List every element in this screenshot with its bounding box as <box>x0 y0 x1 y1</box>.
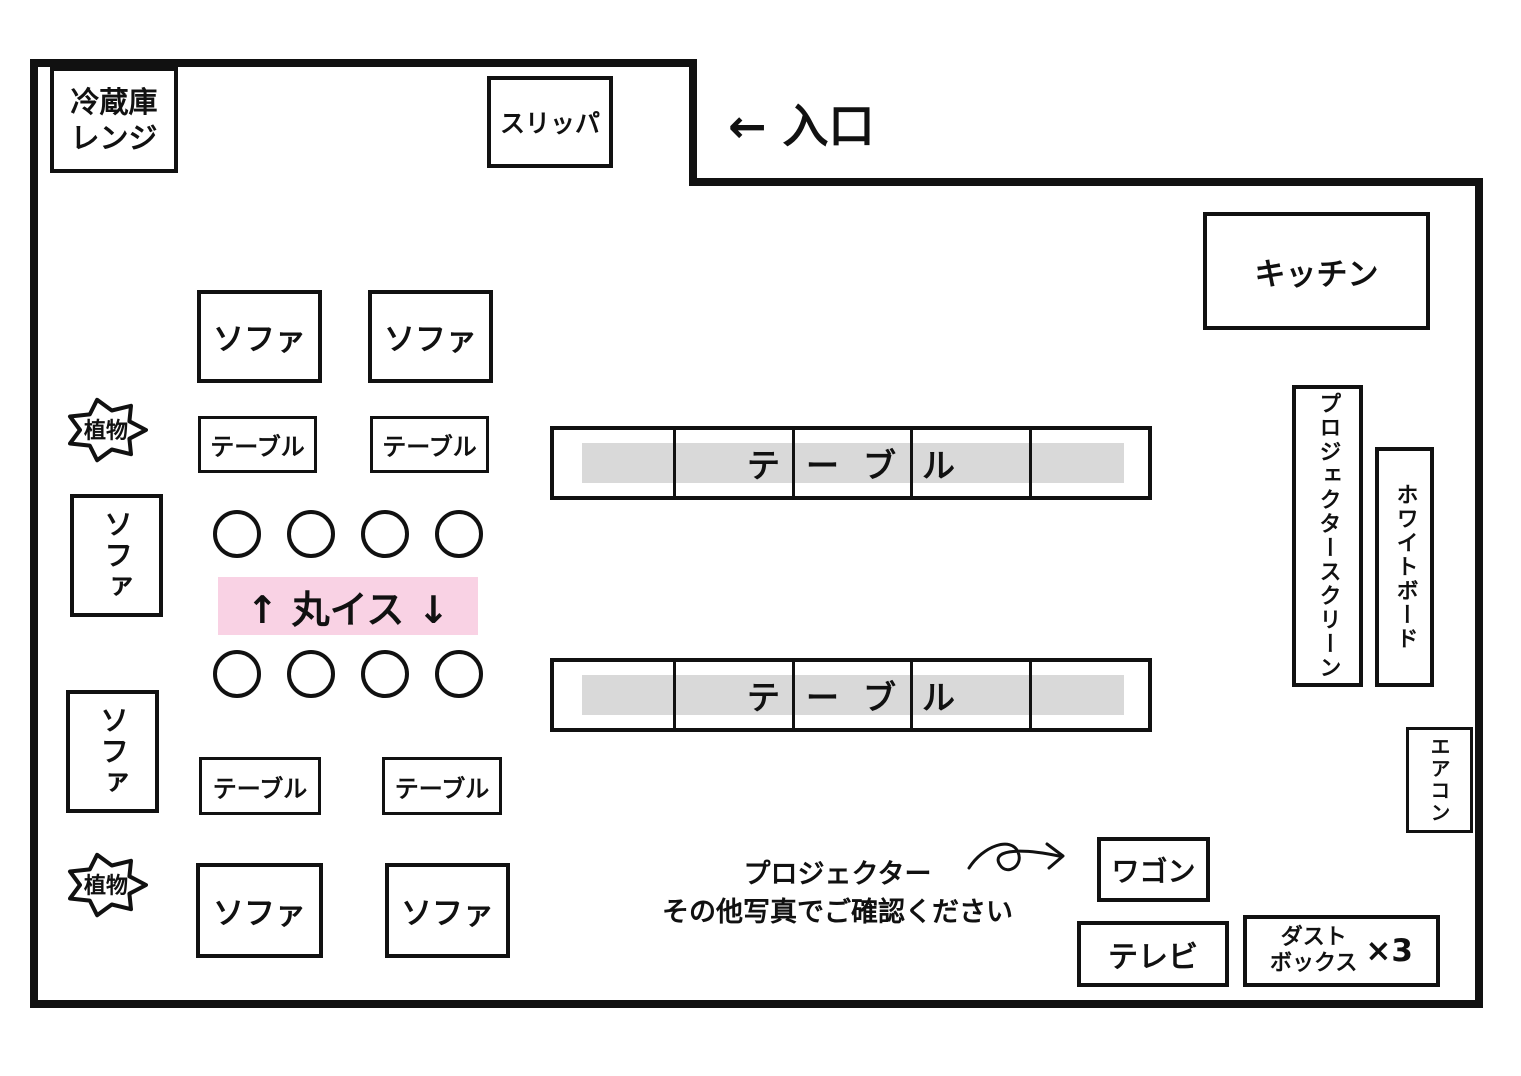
wagon-box: ワゴン <box>1097 837 1210 902</box>
sofa-bottom-left: ソファ <box>196 863 323 958</box>
dustbox-count: ×3 <box>1365 933 1413 969</box>
projector-note-line1: プロジェクター <box>743 859 932 890</box>
small-table-1: テーブル <box>198 416 317 473</box>
small-table-label: テーブル <box>382 433 477 461</box>
wall-entrance-notch <box>689 59 697 186</box>
round-stool <box>213 650 261 698</box>
sofa-bottom-right: ソファ <box>385 863 510 958</box>
tv-box: テレビ <box>1077 921 1229 987</box>
plant-label: 植物 <box>84 418 128 444</box>
long-table-upper: テーブル <box>550 426 1152 500</box>
wall-upper-right <box>689 178 1483 186</box>
long-table-divider <box>791 662 795 728</box>
small-table-2: テーブル <box>370 416 489 473</box>
plant-star-lower: 植物 <box>68 852 148 918</box>
round-stools-label: ↑ 丸イス ↓ <box>246 587 450 632</box>
fridge-box: 冷蔵庫 レンジ <box>50 67 178 173</box>
aircon-box: エアコン <box>1406 727 1473 833</box>
round-stool <box>435 510 483 558</box>
sofa-label: ソファ <box>213 322 306 358</box>
sofa-left-lower: ソファ <box>66 690 159 813</box>
wall-left <box>30 59 38 1008</box>
small-table-4: テーブル <box>382 757 502 815</box>
long-table-label: テーブル <box>746 678 982 717</box>
wall-top <box>30 59 697 67</box>
long-table-divider <box>910 430 914 496</box>
projector-note-line2: その他写真でご確認ください <box>662 896 1013 928</box>
projector-note: プロジェクター その他写真でご確認ください <box>630 856 1045 932</box>
round-stool <box>213 510 261 558</box>
long-table-lower: テーブル <box>550 658 1152 732</box>
small-table-3: テーブル <box>199 757 321 815</box>
long-table-divider <box>672 430 676 496</box>
long-table-stripe <box>582 675 1124 715</box>
slippers-label: スリッパ <box>499 109 600 138</box>
dustbox-label-line2: ボックス <box>1270 951 1358 976</box>
round-stool <box>435 650 483 698</box>
small-table-label: テーブル <box>394 774 490 803</box>
projector-screen-label: プロジェクタースクリーン <box>1315 392 1341 680</box>
dustbox-box: ダスト ボックス ×3 <box>1243 915 1440 987</box>
wagon-label: ワゴン <box>1111 854 1196 888</box>
sofa-label: ソファ <box>384 322 477 358</box>
sofa-label: ソファ <box>99 509 134 602</box>
sofa-left-upper: ソファ <box>70 494 163 617</box>
small-table-label: テーブル <box>212 774 308 803</box>
fridge-label-line1: 冷蔵庫 <box>70 84 158 119</box>
round-stools-highlight: ↑ 丸イス ↓ <box>218 577 478 635</box>
sofa-top-left: ソファ <box>197 290 322 383</box>
whiteboard-label: ホワイトボード <box>1392 483 1418 651</box>
long-table-label: テーブル <box>746 446 982 485</box>
plant-label: 植物 <box>84 873 128 899</box>
aircon-label: エアコン <box>1427 736 1451 824</box>
kitchen-box: キッチン <box>1203 212 1430 330</box>
round-stool <box>287 650 335 698</box>
whiteboard-box: ホワイトボード <box>1375 447 1434 687</box>
round-stool <box>361 510 409 558</box>
slippers-box: スリッパ <box>487 76 613 168</box>
wall-bottom <box>30 1000 1483 1008</box>
long-table-stripe <box>582 443 1124 483</box>
long-table-divider <box>672 662 676 728</box>
long-table-divider <box>1029 430 1033 496</box>
projector-screen-box: プロジェクタースクリーン <box>1292 385 1363 687</box>
fridge-label-line2: レンジ <box>70 121 158 155</box>
kitchen-label: キッチン <box>1254 256 1379 293</box>
wall-right <box>1475 178 1483 1008</box>
round-stool <box>361 650 409 698</box>
sofa-top-right: ソファ <box>368 290 493 383</box>
sofa-label: ソファ <box>401 896 494 932</box>
plant-star-upper: 植物 <box>68 397 148 463</box>
round-stool <box>287 510 335 558</box>
long-table-divider <box>791 430 795 496</box>
entrance-label: ← 入口 <box>728 99 875 153</box>
sofa-label: ソファ <box>213 896 306 932</box>
tv-label: テレビ <box>1108 940 1198 975</box>
long-table-divider <box>1029 662 1033 728</box>
long-table-divider <box>910 662 914 728</box>
curly-arrow-icon <box>967 842 1065 872</box>
dustbox-label-line1: ダスト <box>1280 924 1347 950</box>
small-table-label: テーブル <box>210 433 305 461</box>
sofa-label: ソファ <box>95 705 130 798</box>
